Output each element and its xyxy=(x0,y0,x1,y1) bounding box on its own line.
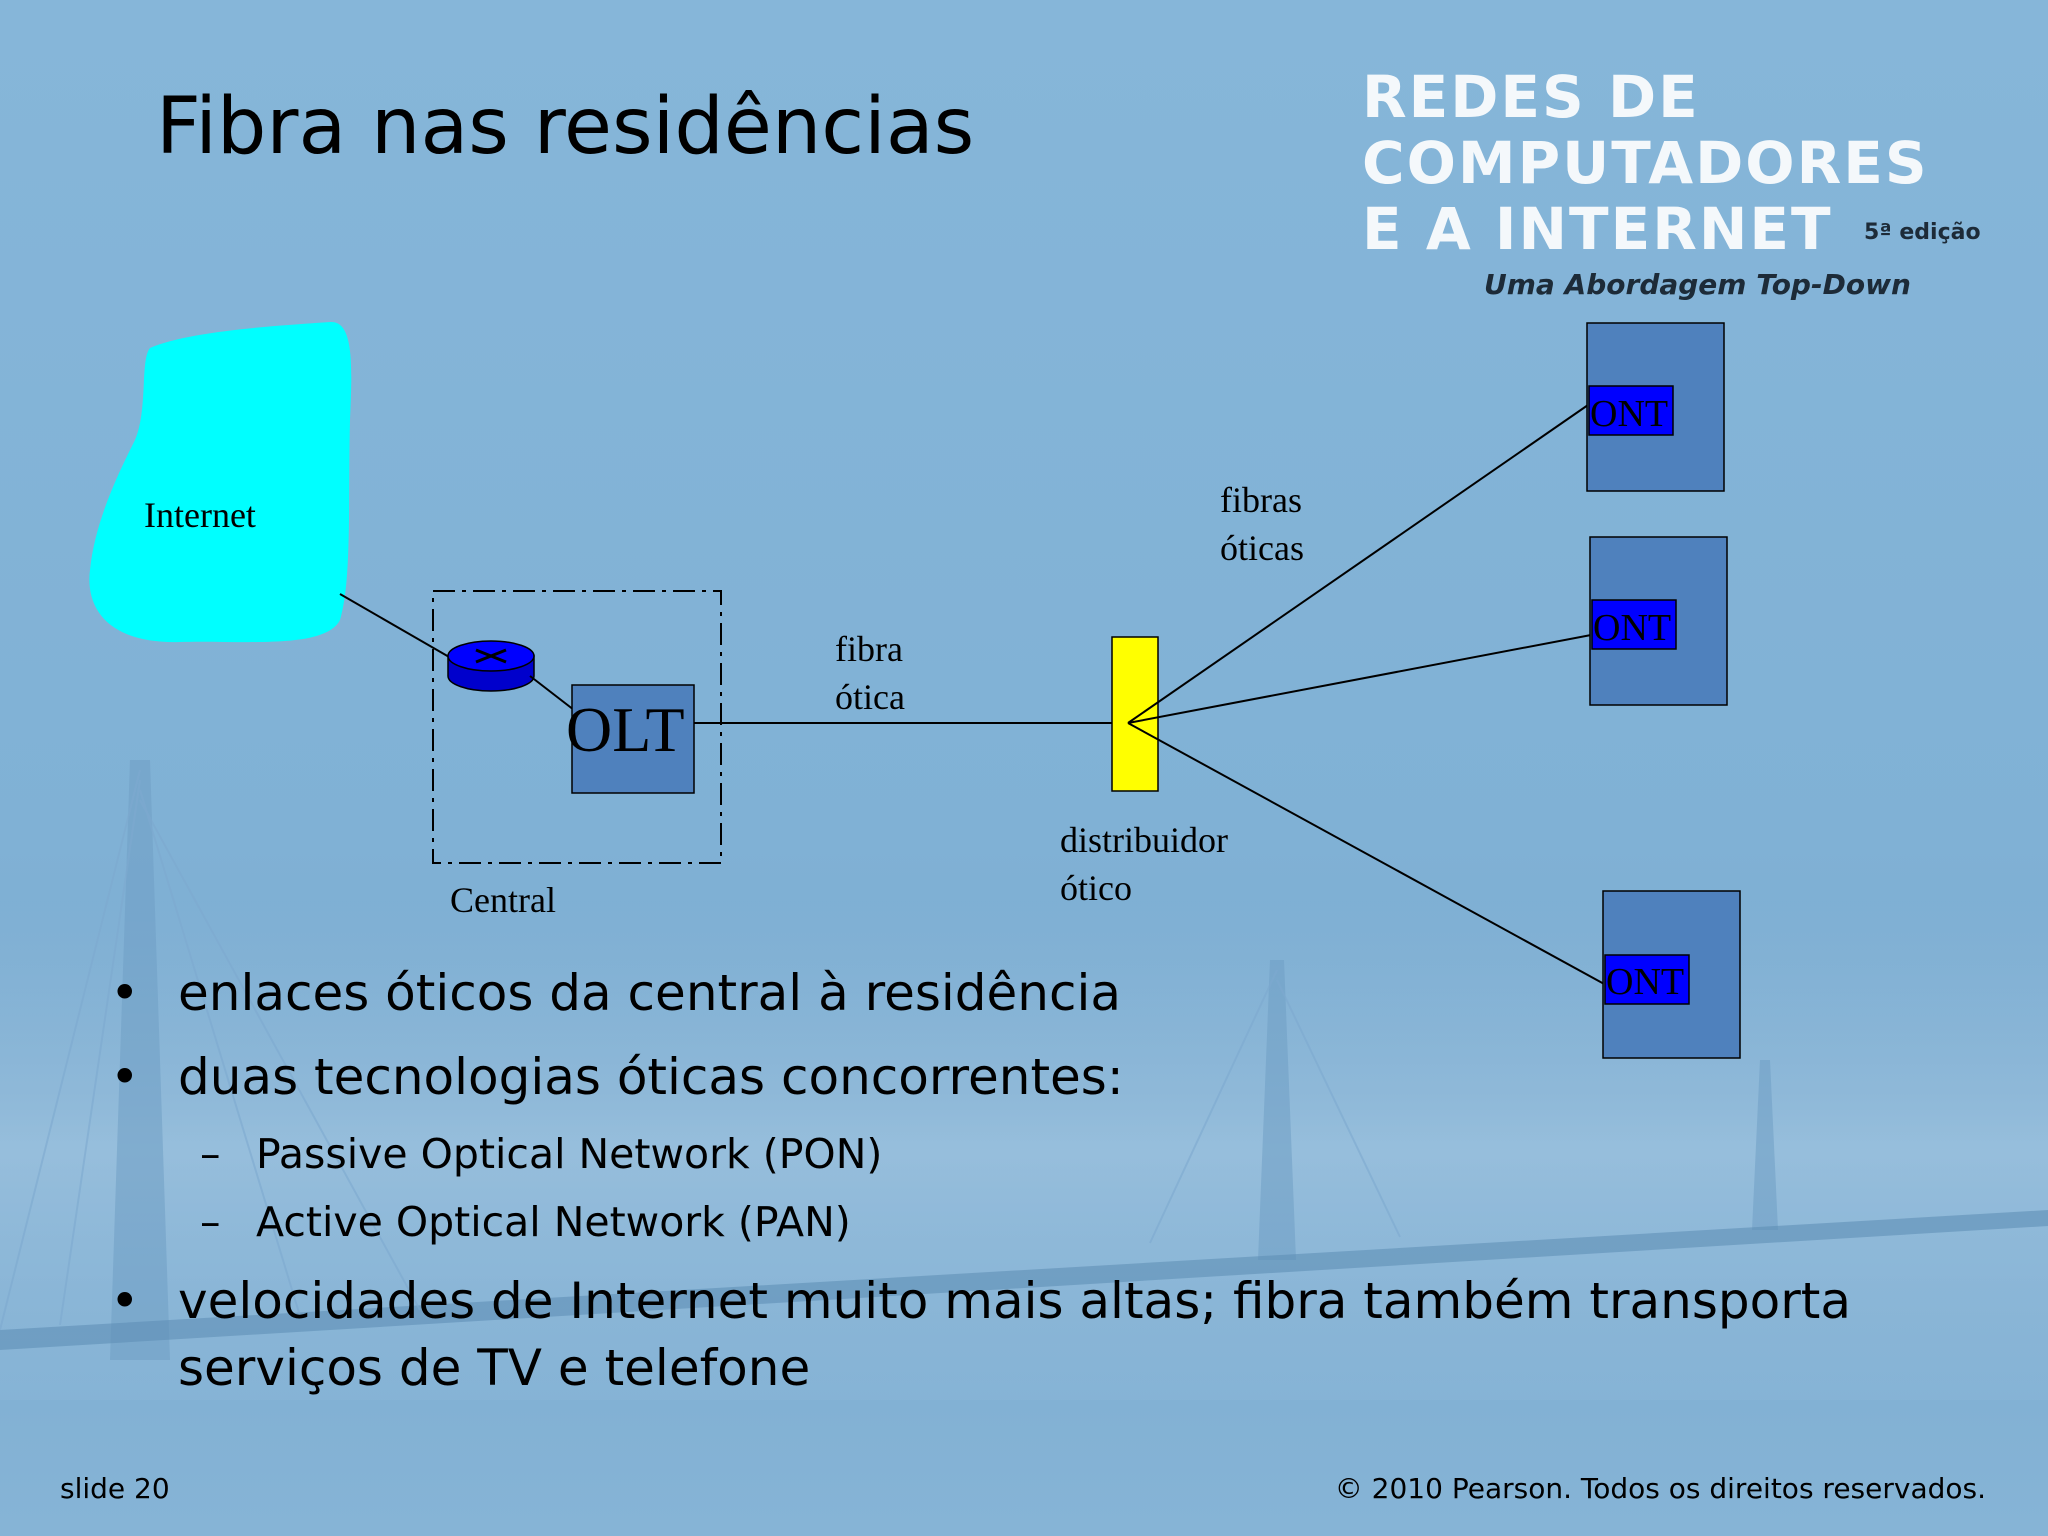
fibers-label-line2: óticas xyxy=(1220,528,1304,568)
home-1: ONT xyxy=(1586,322,1725,492)
splitter-label-line1: distribuidor xyxy=(1060,820,1228,860)
central-label: Central xyxy=(450,880,556,920)
internet-label: Internet xyxy=(144,495,256,535)
bullet-item-1: • enlaces óticos da central à residência xyxy=(110,960,1121,1027)
optical-splitter xyxy=(1111,636,1159,792)
slide-number: slide 20 xyxy=(60,1472,170,1505)
internet-router-link xyxy=(339,593,464,666)
fiber-label-line1: fibra xyxy=(835,629,903,669)
logo-line-2: COMPUTADORES xyxy=(1362,129,1929,197)
logo-edition: 5ª edição xyxy=(1864,220,1981,245)
bullet-mark: • xyxy=(110,1272,140,1330)
fiber-to-ont-3 xyxy=(1127,722,1607,986)
ont-label-2: ONT xyxy=(1593,607,1671,649)
logo-line-1: REDES DE xyxy=(1362,63,1700,131)
fiber-label-line2: ótica xyxy=(835,677,905,717)
router-olt-link xyxy=(529,675,575,711)
ont-device-3 xyxy=(1604,954,1690,1005)
bullet-text-3-line2: serviços de TV e telefone xyxy=(178,1339,811,1397)
sub-bullet-text-2: Active Optical Network (PAN) xyxy=(256,1198,851,1246)
bullet-text-1: enlaces óticos da central à residência xyxy=(178,964,1121,1022)
router-icon xyxy=(447,640,535,692)
fibers-label-line1: fibras xyxy=(1220,480,1302,520)
sub-bullet-mark: – xyxy=(200,1130,221,1178)
home-2: ONT xyxy=(1589,536,1728,706)
sub-bullet-text-1: Passive Optical Network (PON) xyxy=(256,1130,883,1178)
sub-bullet-pon: –Passive Optical Network (PON) xyxy=(200,1124,882,1184)
ont-device-1 xyxy=(1588,385,1674,436)
bullet-mark: • xyxy=(110,964,140,1022)
bullet-text-3-line1: velocidades de Internet muito mais altas… xyxy=(178,1272,1852,1330)
bullet-item-2: • duas tecnologias óticas concorrentes: xyxy=(110,1044,1124,1111)
olt-label: OLT xyxy=(566,694,685,765)
copyright-notice: © 2010 Pearson. Todos os direitos reserv… xyxy=(1334,1472,1986,1505)
fiber-to-ont-2 xyxy=(1127,634,1592,724)
bullet-item-3: • velocidades de Internet muito mais alt… xyxy=(110,1268,1851,1402)
internet-cloud xyxy=(89,321,352,643)
logo-subtitle: Uma Abordagem Top-Down xyxy=(1484,268,1911,301)
splitter-label-line2: ótico xyxy=(1060,868,1132,908)
sub-bullet-aon: –Active Optical Network (PAN) xyxy=(200,1192,851,1252)
book-logo: REDES DE COMPUTADORES E A INTERNET 5ª ed… xyxy=(1362,66,1982,316)
bullet-mark: • xyxy=(110,1048,140,1106)
bullet-text-2: duas tecnologias óticas concorrentes: xyxy=(178,1048,1124,1106)
ont-label-3: ONT xyxy=(1606,961,1684,1003)
sub-bullet-mark: – xyxy=(200,1198,221,1246)
ont-label-1: ONT xyxy=(1590,393,1668,435)
fiber-to-ont-1 xyxy=(1127,404,1589,724)
home-3: ONT xyxy=(1602,890,1741,1059)
slide-title: Fibra nas residências xyxy=(156,82,975,172)
olt-box xyxy=(571,684,695,794)
ont-device-2 xyxy=(1591,599,1677,650)
logo-line-3: E A INTERNET xyxy=(1362,195,1833,263)
